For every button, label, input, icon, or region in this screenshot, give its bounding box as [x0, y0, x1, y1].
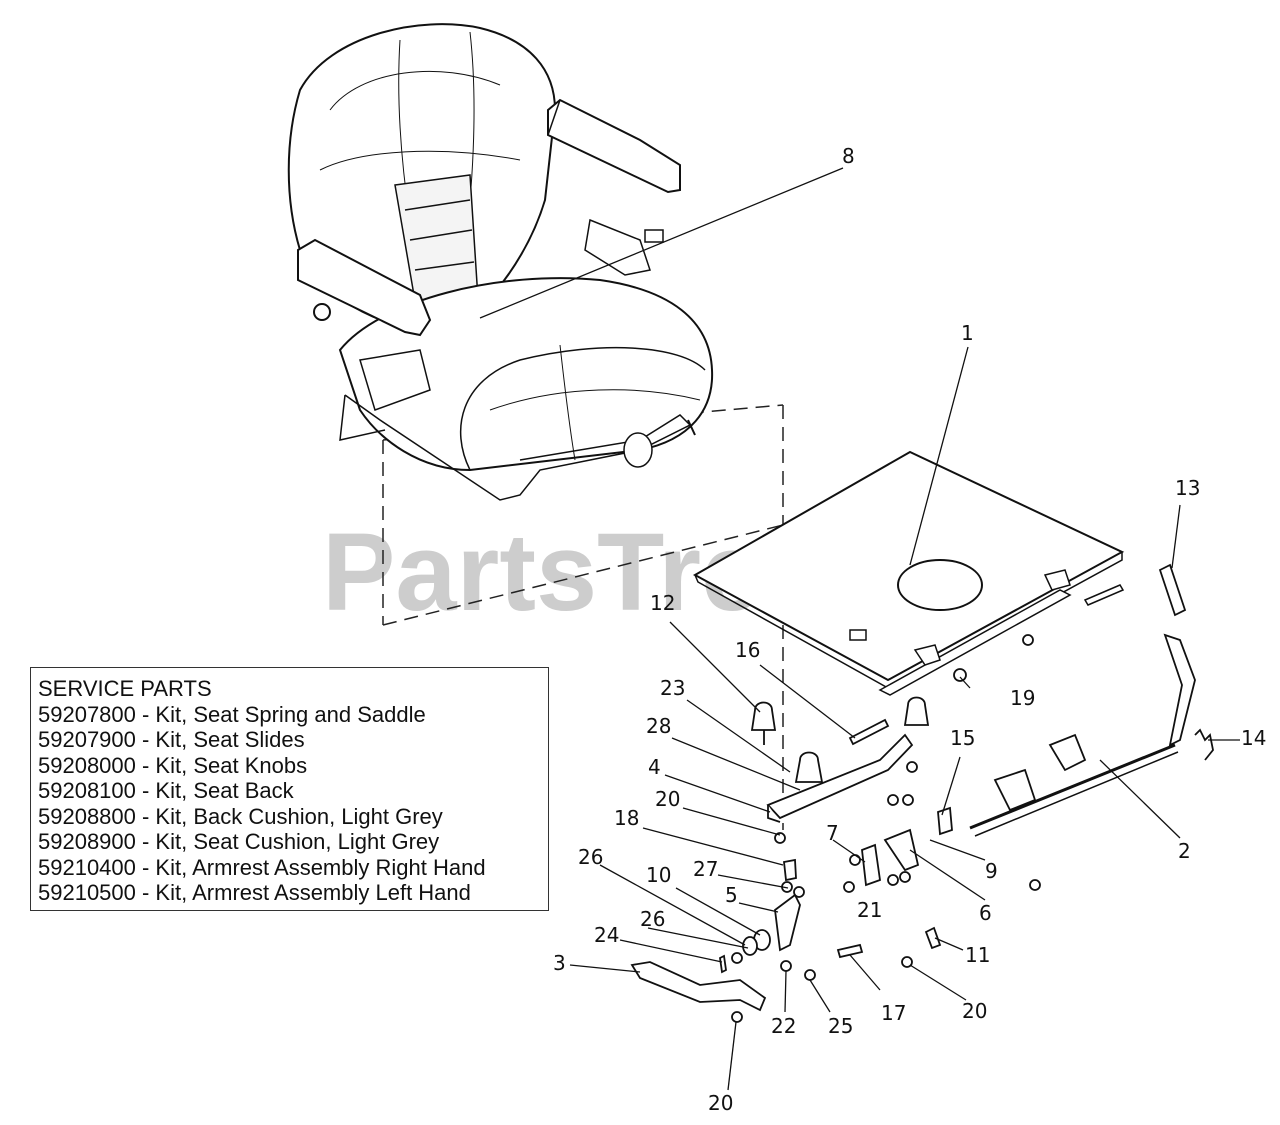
service-part-item: 59208800 - Kit, Back Cushion, Light Grey [38, 803, 443, 829]
service-part-item: 59210400 - Kit, Armrest Assembly Right H… [38, 854, 486, 880]
callout-12: 12 [650, 591, 675, 615]
callout-3: 3 [553, 951, 566, 975]
callout-24: 24 [594, 923, 619, 947]
service-part-item: 59207800 - Kit, Seat Spring and Saddle [38, 701, 426, 727]
callout-22: 22 [771, 1014, 796, 1038]
service-part-item: 59208900 - Kit, Seat Cushion, Light Grey [38, 829, 440, 854]
callout-4: 4 [648, 755, 661, 779]
seat-pan [692, 450, 1125, 696]
callout-14: 14 [1241, 726, 1266, 750]
callout-20-b: 20 [962, 999, 987, 1023]
service-part-item: 59208000 - Kit, Seat Knobs [38, 752, 308, 778]
callout-28: 28 [646, 714, 671, 738]
callout-26-b: 26 [640, 907, 665, 931]
callout-1: 1 [961, 321, 974, 345]
service-part-item: 59210500 - Kit, Armrest Assembly Left Ha… [38, 880, 471, 905]
callout-8: 8 [842, 144, 855, 168]
service-part-item: 59208100 - Kit, Seat Back [38, 778, 294, 803]
leader-lines [479, 167, 1240, 1091]
callout-27: 27 [693, 857, 718, 881]
callout-26-a: 26 [578, 845, 603, 869]
callout-17: 17 [881, 1001, 906, 1025]
service-parts-box: SERVICE PARTS 59207800 - Kit, Seat Sprin… [30, 667, 549, 911]
callout-6: 6 [979, 901, 992, 925]
callout-20-c: 20 [708, 1091, 733, 1115]
callout-15: 15 [950, 726, 975, 750]
callout-2: 2 [1178, 839, 1191, 863]
service-part-item: 59207900 - Kit, Seat Slides [38, 727, 305, 752]
service-parts-title: SERVICE PARTS [38, 676, 212, 701]
callout-23: 23 [660, 676, 685, 700]
callout-labels: 8 1 13 12 16 19 23 28 15 14 4 20 2 18 7 … [553, 144, 1266, 1115]
callout-5: 5 [725, 883, 738, 907]
callout-25: 25 [828, 1014, 853, 1038]
callout-19: 19 [1010, 686, 1035, 710]
callout-18: 18 [614, 806, 639, 830]
callout-10: 10 [646, 863, 671, 887]
callout-21: 21 [857, 898, 882, 922]
seat-assembly [287, 23, 714, 501]
callout-16: 16 [735, 638, 760, 662]
callout-7: 7 [826, 821, 839, 845]
callout-11: 11 [965, 943, 990, 967]
callout-13: 13 [1175, 476, 1200, 500]
callout-20-a: 20 [655, 787, 680, 811]
callout-9: 9 [985, 859, 998, 883]
